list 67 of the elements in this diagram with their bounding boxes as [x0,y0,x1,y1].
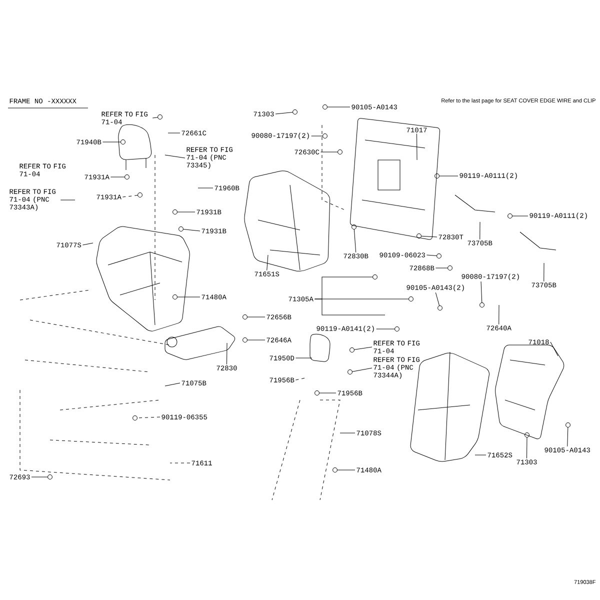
bolt-symbol [242,314,248,320]
leader-line [152,117,158,118]
bolt-symbol [438,306,442,310]
bolt-symbol [322,134,328,138]
leader-line [247,316,266,318]
bolt-symbol [120,140,126,144]
bolt-symbol [158,114,162,120]
leader-line [122,195,138,198]
bolt-symbol [332,468,338,472]
leader-line [31,476,48,478]
bolt-symbol [314,390,320,396]
leader-line [352,368,372,372]
bolt-symbol [524,432,530,438]
leader-line [266,254,268,271]
bolt-symbol [124,174,130,180]
leader-line [168,132,180,134]
bolt-symbol [322,104,328,110]
leader-line [295,378,306,380]
leader-line [376,328,395,330]
bolt-symbol [416,234,422,238]
leader-line [275,112,293,114]
bolt-symbol [348,370,352,374]
leader-line [354,346,372,350]
bolt-symbol [448,266,452,270]
leader-line [526,437,528,459]
leader-line [416,133,418,160]
bolt-symbol [338,150,342,154]
bolt-symbol [436,254,442,258]
bolt-symbol [372,274,378,280]
leader-line [421,236,438,238]
leader-line [354,229,356,253]
bolt-symbol [480,302,484,308]
bolt-symbol [138,192,142,198]
leader-line [177,296,200,298]
bolt-symbol [352,224,356,230]
bolt-symbol [172,294,178,300]
leader-line [110,176,125,178]
leader-line [164,154,186,158]
bolt-symbol [172,210,178,214]
leader-line [327,106,350,108]
bolt-symbol [508,214,512,218]
leader-line [137,416,160,418]
leader-line [226,342,228,365]
leader-line [426,254,437,256]
bolt-symbol [48,474,52,480]
leader-line [567,427,568,447]
bolt-symbol [178,226,184,232]
leader-line [82,242,94,246]
bolt-symbol [292,110,298,114]
bolt-symbol [132,416,138,420]
leader-line [319,392,336,394]
leader-line [164,382,180,386]
bolt-symbol [242,338,248,342]
leader-line [340,432,356,434]
leader-line [435,292,440,306]
bolt-symbol [566,422,570,428]
leader-line [474,454,486,456]
leader-line [170,462,190,464]
bolt-symbol [434,174,440,178]
bolt-symbol [350,348,354,352]
leader-line [498,304,500,325]
leader-line [480,281,482,303]
leader-line [314,298,409,300]
bolt-symbol [394,326,400,332]
leader-line [183,229,200,232]
bolt-symbol [408,296,414,302]
leader-line [550,342,558,356]
